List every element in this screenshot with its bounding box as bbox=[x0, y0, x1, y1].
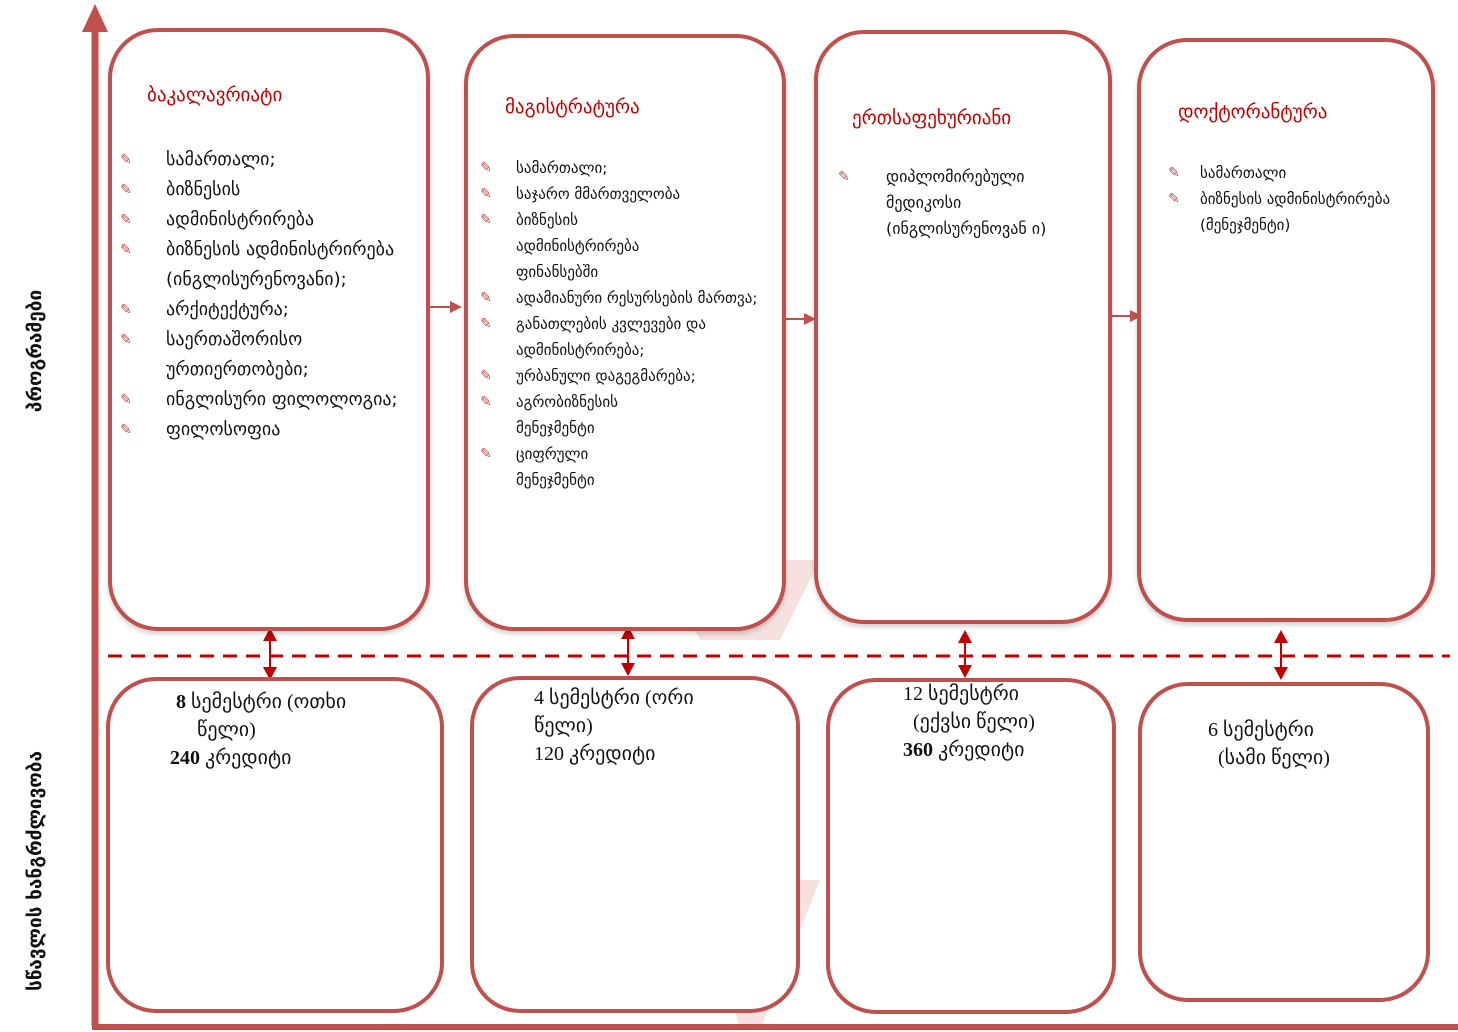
bullet-icon: ✎ bbox=[120, 332, 132, 348]
bullet-icon: ✎ bbox=[838, 169, 850, 185]
list-item: ✎ინგლისური ფილოლოგია; bbox=[120, 385, 410, 415]
list-item: ✎ბიზნესის ადმინისტრირება (ინგლისურენოვან… bbox=[120, 235, 410, 295]
semester-count: 8 bbox=[176, 691, 186, 713]
credit-count: 120 bbox=[534, 743, 564, 765]
credit-count: 240 bbox=[170, 747, 200, 769]
program-box-one-cycle bbox=[814, 30, 1112, 624]
bullet-icon: ✎ bbox=[120, 242, 132, 258]
list-item: ✎დიპლომირებული მედიკოსი (ინგლისურენოვან … bbox=[838, 164, 1068, 242]
program-title-master: მაგისტრატურა bbox=[505, 96, 640, 118]
list-item: ✎საჯარო მმართველობა bbox=[480, 181, 770, 207]
list-item: ✎არქიტექტურა; bbox=[120, 295, 410, 325]
duration-text-one-cycle: 12 სემესტრი (ექვსი წელი) 360 კრედიტი bbox=[903, 683, 1035, 761]
bullet-icon: ✎ bbox=[120, 182, 132, 198]
duration-links bbox=[263, 626, 1288, 680]
list-item: ✎საერთაშორისო ურთიერთობები; bbox=[120, 325, 410, 385]
list-item: ✎ბიზნესის bbox=[120, 175, 410, 205]
duration-text-bachelor: 8 სემესტრი (ოთხი წელი) 240 კრედიტი bbox=[170, 691, 347, 769]
program-list-bachelor: ✎სამართალი; ✎ბიზნესის ✎ადმინისტრირება ✎ბ… bbox=[120, 145, 410, 445]
duration-box-master bbox=[470, 676, 800, 1013]
bullet-icon: ✎ bbox=[480, 186, 492, 202]
program-list-doctorate: ✎სამართალი ✎ბიზნესის ადმინისტრირება (მენ… bbox=[1168, 160, 1398, 238]
credit-count: 360 bbox=[903, 739, 933, 761]
bullet-icon: ✎ bbox=[480, 290, 492, 306]
bullet-icon: ✎ bbox=[480, 368, 492, 384]
bullet-icon: ✎ bbox=[480, 394, 492, 410]
bullet-icon: ✎ bbox=[1168, 165, 1180, 181]
list-item: ✎ციფრული მენეჯმენტი bbox=[480, 441, 770, 493]
list-item: ✎სამართალი; bbox=[480, 155, 770, 181]
duration-box-bachelor bbox=[106, 677, 444, 1013]
y-axis-label: პროგრამები bbox=[24, 289, 46, 413]
y-axis-arrowhead bbox=[82, 4, 108, 32]
list-item: ✎ადმინისტრირება bbox=[120, 205, 410, 235]
list-item: ✎განათლების კვლევები და ადმინისტრირება; bbox=[480, 311, 770, 363]
program-title-bachelor: ბაკალავრიატი bbox=[147, 84, 283, 106]
list-item: ✎აგრობიზნესის მენეჯმენტი bbox=[480, 389, 770, 441]
list-item: ✎ადამიანური რესურსების მართვა; bbox=[480, 285, 770, 311]
duration-box-one-cycle bbox=[826, 678, 1116, 1014]
program-title-doctorate: დოქტორანტურა bbox=[1178, 101, 1328, 123]
bullet-icon: ✎ bbox=[480, 212, 492, 228]
list-item: ✎ბიზნესის ადმინისტრირება ფინანსებში bbox=[480, 207, 770, 285]
bullet-icon: ✎ bbox=[120, 392, 132, 408]
semester-count: 4 bbox=[534, 687, 544, 709]
semester-count: 6 bbox=[1208, 719, 1218, 741]
list-item: ✎ფილოსოფია bbox=[120, 415, 410, 445]
list-item: ✎ურბანული დაგეგმარება; bbox=[480, 363, 770, 389]
connector-arrows bbox=[430, 301, 1142, 325]
list-item: ✎სამართალი; bbox=[120, 145, 410, 175]
x-axis-label: სწავლის ხანგრძლივობა bbox=[24, 751, 46, 991]
bullet-icon: ✎ bbox=[480, 160, 492, 176]
program-box-bachelor bbox=[108, 28, 430, 631]
bullet-icon: ✎ bbox=[480, 446, 492, 462]
bullet-icon: ✎ bbox=[1168, 191, 1180, 207]
list-item: ✎სამართალი bbox=[1168, 160, 1398, 186]
bullet-icon: ✎ bbox=[120, 422, 132, 438]
list-item: ✎ბიზნესის ადმინისტრირება (მენეჯმენტი) bbox=[1168, 186, 1398, 238]
bullet-icon: ✎ bbox=[120, 212, 132, 228]
bullet-icon: ✎ bbox=[120, 152, 132, 168]
duration-box-doctorate bbox=[1138, 682, 1430, 1002]
duration-text-master: 4 სემესტრი (ორი წელი) 120 კრედიტი bbox=[534, 687, 694, 765]
bullet-icon: ✎ bbox=[480, 316, 492, 332]
program-box-doctorate bbox=[1137, 38, 1435, 622]
semester-count: 12 bbox=[903, 683, 923, 705]
duration-text-doctorate: 6 სემესტრი (სამი წელი) bbox=[1208, 719, 1330, 769]
program-list-one-cycle: ✎დიპლომირებული მედიკოსი (ინგლისურენოვან … bbox=[838, 164, 1068, 242]
program-box-master bbox=[464, 34, 786, 631]
bullet-icon: ✎ bbox=[120, 302, 132, 318]
program-title-one-cycle: ერთსაფეხურიანი bbox=[852, 107, 1012, 129]
program-list-master: ✎სამართალი; ✎საჯარო მმართველობა ✎ბიზნესი… bbox=[480, 155, 770, 493]
